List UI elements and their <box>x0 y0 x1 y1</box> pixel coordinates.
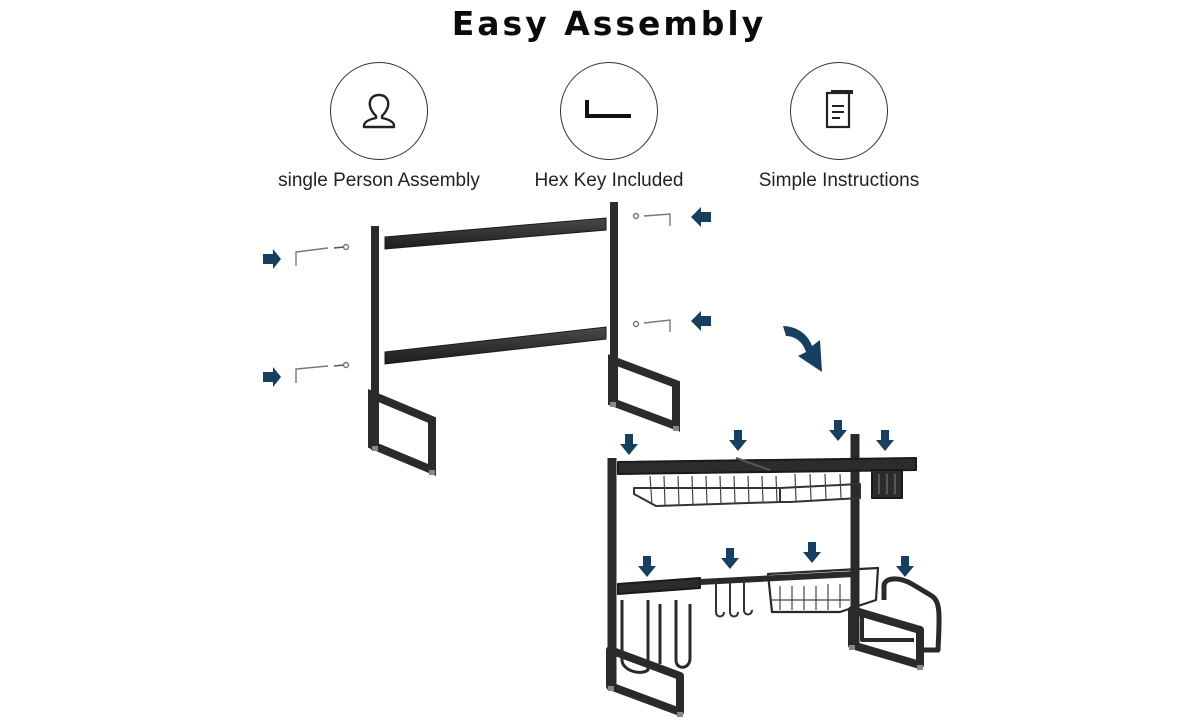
person-icon <box>362 93 396 129</box>
arrow-down-icon <box>896 556 914 577</box>
feature-label: Hex Key Included <box>534 170 684 191</box>
feature-hex-key: Hex Key Included <box>479 62 739 192</box>
hex-key-icon <box>585 100 631 118</box>
arrow-down-icon <box>876 430 894 451</box>
arrow-right-icon <box>263 367 281 387</box>
direction-arrows <box>263 207 822 387</box>
feature-icon-circle <box>330 62 428 160</box>
arrow-down-icon <box>803 542 821 563</box>
hex-key-screws <box>295 212 671 383</box>
document-icon <box>825 90 853 129</box>
assembled-rack <box>606 434 942 717</box>
down-arrows <box>620 420 914 577</box>
feature-icon-circle <box>790 62 888 160</box>
page-title: Easy Assembly <box>451 4 767 43</box>
curved-arrow-icon <box>783 326 822 372</box>
feature-label: Simple Instructions <box>758 170 920 191</box>
feature-single-person: single Person Assembly <box>249 62 509 192</box>
arrow-left-icon <box>691 311 711 331</box>
feature-label: single Person Assembly <box>278 170 480 191</box>
arrow-down-icon <box>638 556 656 577</box>
arrow-down-icon <box>721 548 739 569</box>
feature-instructions: Simple Instructions <box>709 62 969 192</box>
arrow-down-icon <box>620 434 638 455</box>
rack-frame <box>368 202 680 476</box>
arrow-down-icon <box>729 430 747 451</box>
arrow-left-icon <box>691 207 711 227</box>
arrow-right-icon <box>263 249 281 269</box>
feature-icon-circle <box>560 62 658 160</box>
arrow-down-icon <box>829 420 847 441</box>
